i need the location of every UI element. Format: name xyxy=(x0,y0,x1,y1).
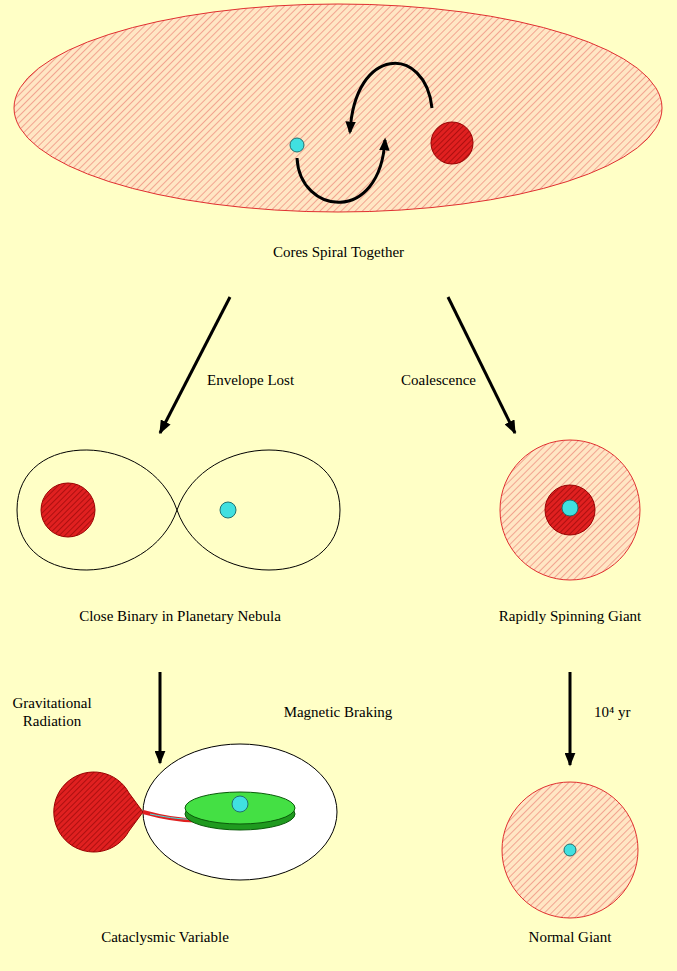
evolution-arrow xyxy=(159,672,162,763)
white-dwarf xyxy=(232,796,248,812)
stage-label: Rapidly Spinning Giant xyxy=(499,607,642,625)
stage-label: Cores Spiral Together xyxy=(273,243,404,261)
process-label: Coalescence xyxy=(399,371,478,389)
process-label: Gravitational Radiation xyxy=(2,694,102,730)
giant-envelope xyxy=(502,782,638,918)
common-envelope xyxy=(14,4,662,212)
giant-envelope xyxy=(500,440,640,580)
donor-star xyxy=(54,772,143,852)
envelope-stage: Cores Spiral Together xyxy=(10,0,667,261)
red-star xyxy=(41,483,95,537)
white-dwarf xyxy=(220,502,236,518)
binary-stage: Close Binary in Planetary Nebula xyxy=(15,440,345,625)
process-label: Magnetic Braking xyxy=(282,703,395,721)
giant-stage: Rapidly Spinning Giant xyxy=(470,440,670,625)
process-label: Envelope Lost xyxy=(205,371,296,389)
roche-lobes xyxy=(17,450,340,570)
orbit-arrow xyxy=(350,63,432,132)
white-dwarf xyxy=(562,500,578,516)
stage-label: Normal Giant xyxy=(529,928,612,946)
giant-stage: Normal Giant xyxy=(495,780,645,946)
variable-stage: Cataclysmic Variable xyxy=(40,765,290,946)
orbit-arrow xyxy=(297,140,385,202)
evolution-arrow xyxy=(448,297,515,433)
stage-label: Close Binary in Planetary Nebula xyxy=(79,607,281,625)
evolution-arrow xyxy=(160,297,230,433)
accretor-lobe xyxy=(143,744,337,880)
accretion-disk xyxy=(185,792,295,824)
stage-label: Cataclysmic Variable xyxy=(101,928,229,946)
evolution-arrow xyxy=(569,672,572,765)
process-label: 10⁴ yr xyxy=(592,703,632,721)
white-dwarf-core xyxy=(290,138,304,152)
giant-core xyxy=(545,485,595,535)
white-dwarf xyxy=(564,844,576,856)
giant-core xyxy=(431,122,473,164)
